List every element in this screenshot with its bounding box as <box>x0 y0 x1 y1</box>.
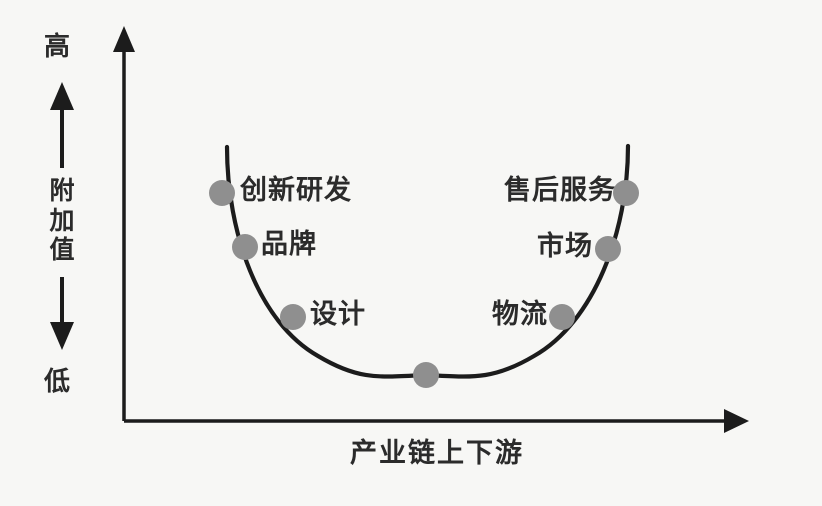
node-label-brand: 品牌 <box>261 229 317 260</box>
node-dot-after-sales[interactable] <box>613 180 639 206</box>
node-dot-marketing[interactable] <box>595 236 621 262</box>
value-down-arrow <box>50 277 74 350</box>
node-dot-bottom[interactable] <box>413 362 439 388</box>
node-dot-brand[interactable] <box>232 234 258 260</box>
node-label-innovation-rnd: 创新研发 <box>240 175 352 206</box>
y-axis-title: 附加值 <box>49 176 75 264</box>
node-label-design: 设计 <box>310 299 366 330</box>
y-axis-high-label: 高 <box>44 32 71 62</box>
curve-node-markers <box>209 180 639 388</box>
node-dot-logistics[interactable] <box>549 304 575 330</box>
node-dot-innovation-rnd[interactable] <box>209 180 235 206</box>
x-axis-title: 产业链上下游 <box>350 438 524 469</box>
x-axis-arrowhead <box>724 409 749 433</box>
value-up-arrow <box>50 82 74 168</box>
y-axis-low-label: 低 <box>44 367 71 397</box>
node-dot-design[interactable] <box>280 304 306 330</box>
node-label-after-sales: 售后服务 <box>504 175 616 206</box>
y-axis-arrowhead <box>113 26 135 52</box>
node-label-logistics: 物流 <box>492 299 548 330</box>
node-label-marketing: 市场 <box>537 231 593 262</box>
